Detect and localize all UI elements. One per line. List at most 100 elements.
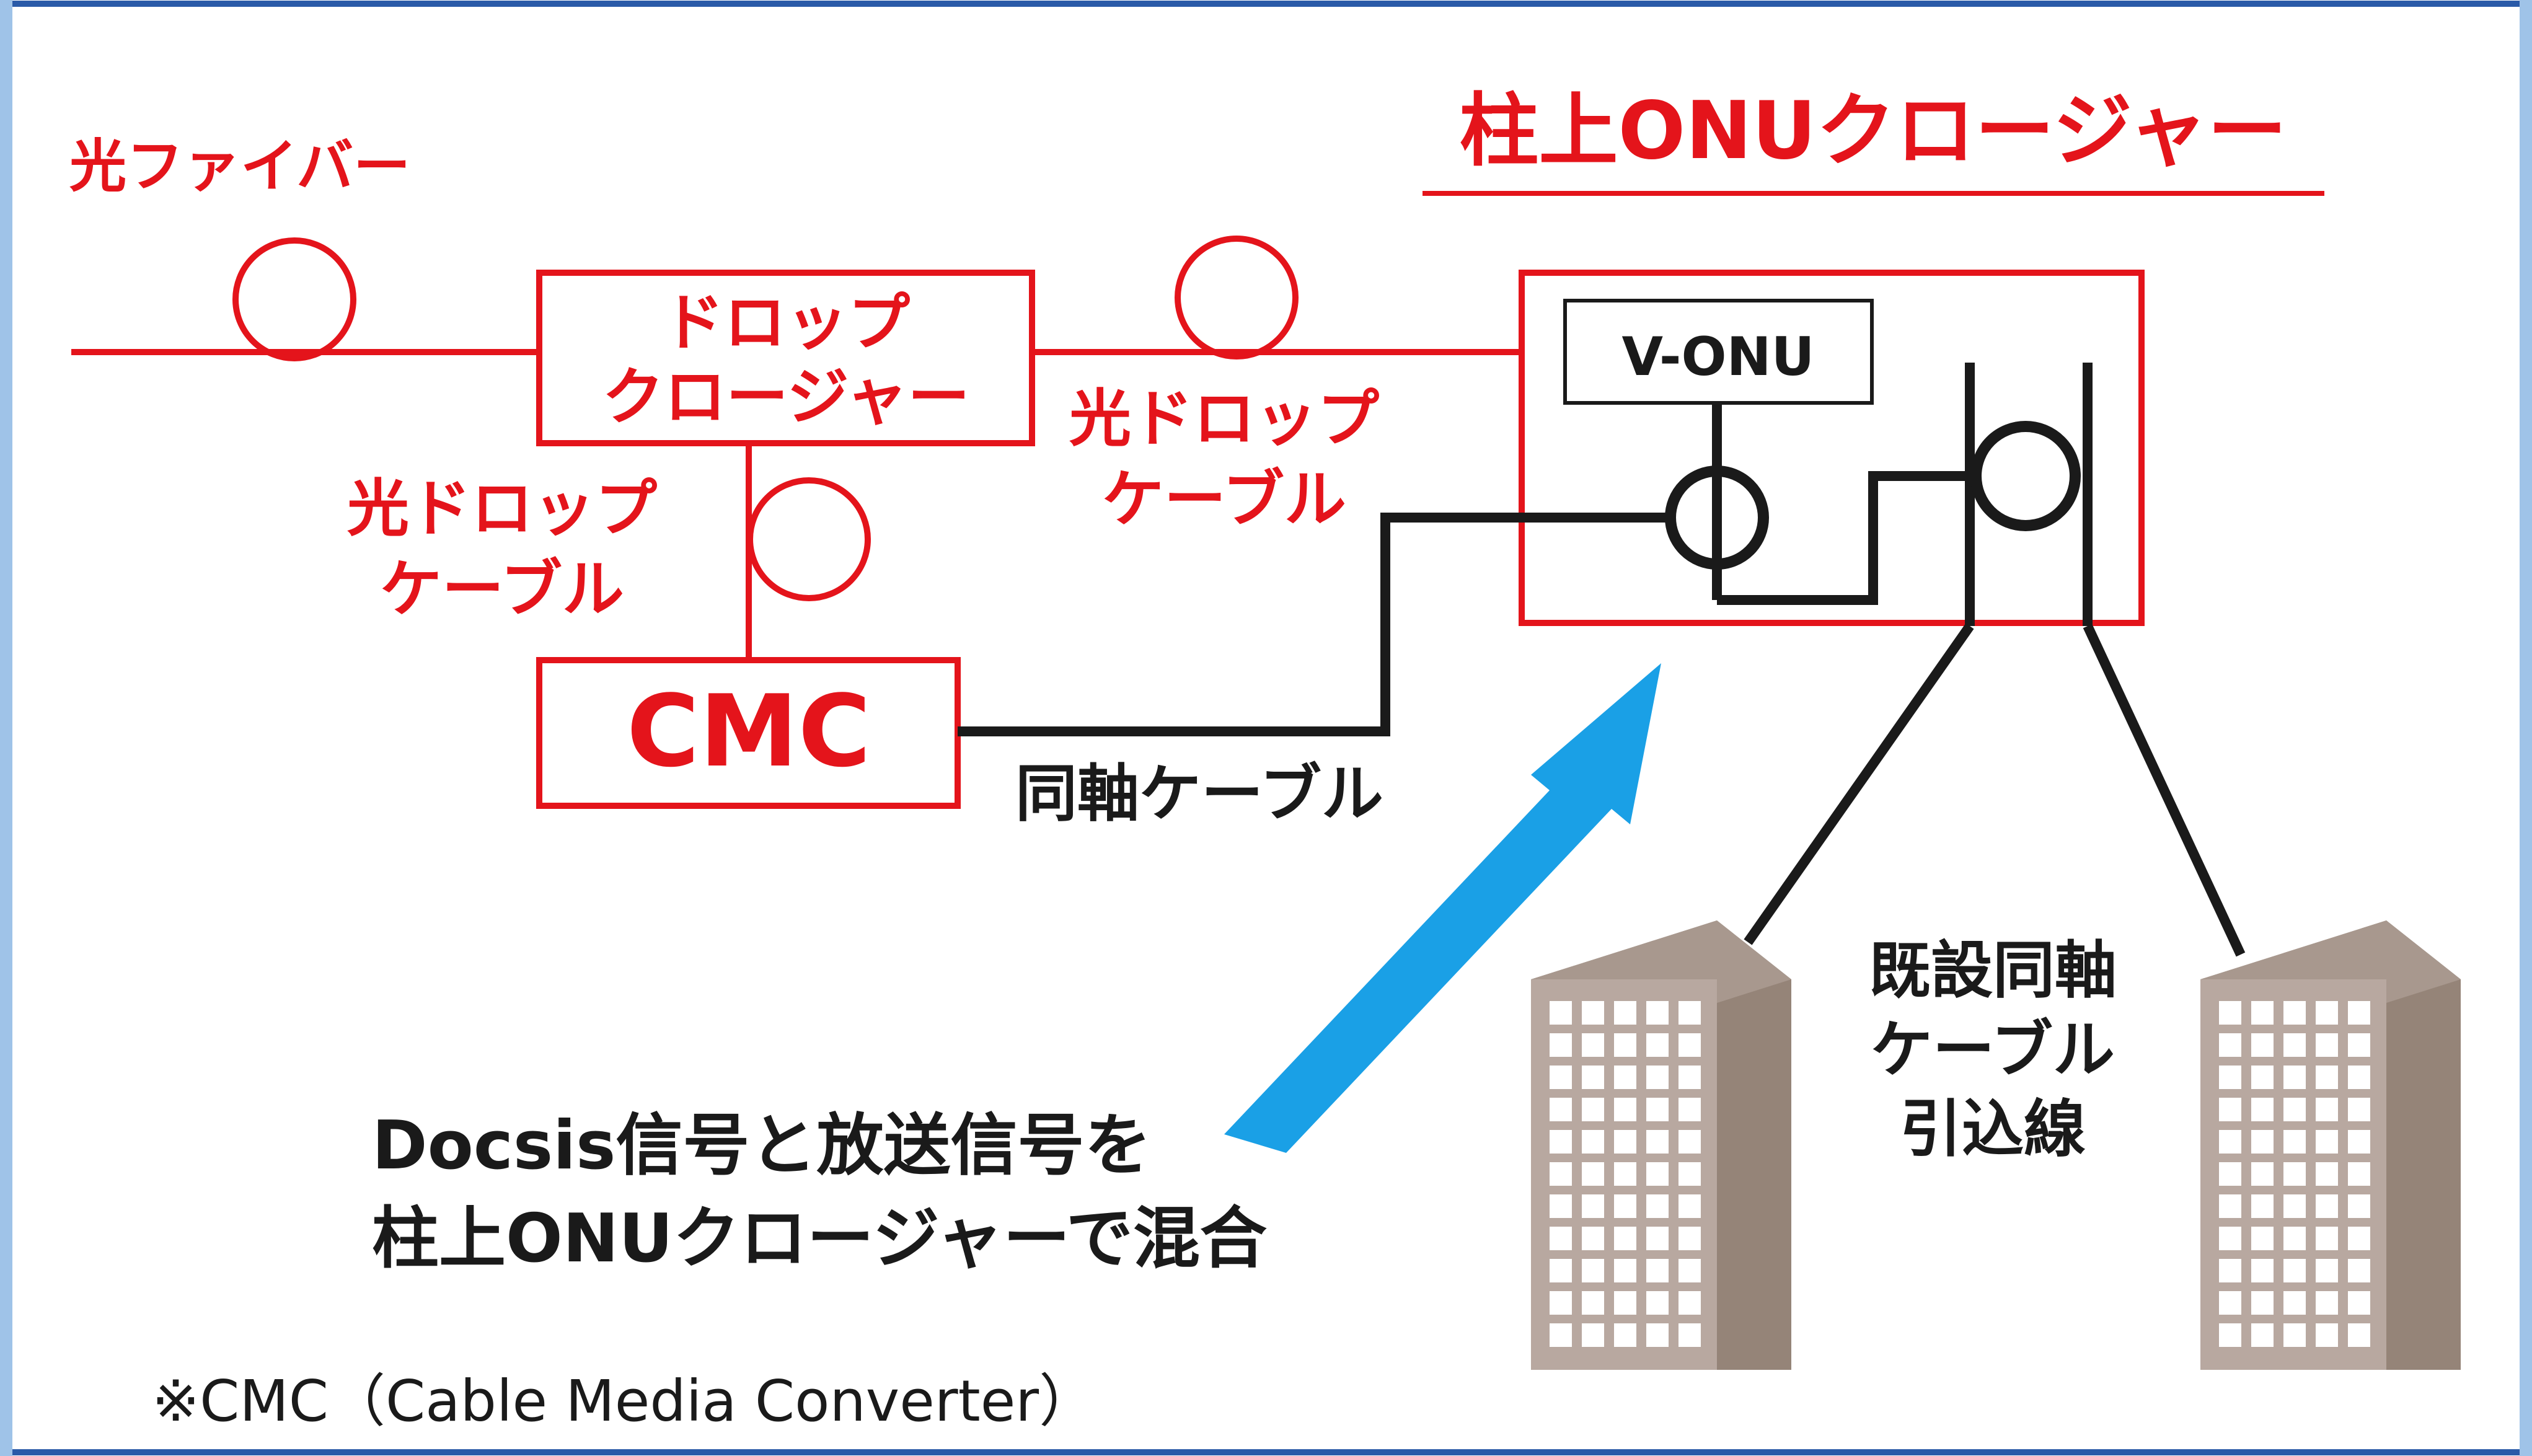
building-window: [2219, 1001, 2241, 1025]
drop-closure-label-line2: クロージャー: [602, 361, 970, 433]
building-window: [2283, 1033, 2306, 1057]
building-window: [1550, 1130, 1572, 1154]
building-window: [1646, 1227, 1669, 1250]
building-window: [2219, 1291, 2241, 1315]
building-window: [2283, 1130, 2306, 1154]
building-window: [1678, 1259, 1701, 1282]
drop-closure-box: [536, 270, 1035, 446]
building-window: [1614, 1001, 1636, 1025]
office-building-icon-right: [2200, 920, 2461, 1370]
building-window: [2219, 1130, 2241, 1154]
building-window: [2316, 1033, 2338, 1057]
building-window: [2316, 1098, 2338, 1121]
building-window: [2316, 1259, 2338, 1282]
building-window: [2219, 1323, 2241, 1347]
building-window: [2251, 1291, 2274, 1315]
building-window: [1614, 1130, 1636, 1154]
building-window: [2251, 1066, 2274, 1089]
building-window: [2219, 1194, 2241, 1218]
building-window: [1582, 1066, 1604, 1089]
building-window: [2348, 1227, 2370, 1250]
building-window: [1582, 1098, 1604, 1121]
building-window: [1582, 1227, 1604, 1250]
building-window: [1646, 1323, 1669, 1347]
building-window: [1646, 1162, 1669, 1186]
building-window: [1550, 1323, 1572, 1347]
building-window: [2283, 1291, 2306, 1315]
coupler-icon-pole: [1970, 421, 2081, 531]
building-window: [2316, 1162, 2338, 1186]
building-window: [2316, 1323, 2338, 1347]
building-window: [1678, 1323, 1701, 1347]
building-window: [1550, 1162, 1572, 1186]
building-window: [2348, 1194, 2370, 1218]
building-window: [2219, 1066, 2241, 1089]
building-window: [1614, 1162, 1636, 1186]
building-window: [1646, 1001, 1669, 1025]
building-window: [2251, 1227, 2274, 1250]
building-window: [2283, 1227, 2306, 1250]
building-window: [1582, 1291, 1604, 1315]
building-window: [1582, 1162, 1604, 1186]
drop-cable-left-label-line2: ケーブル: [380, 553, 624, 625]
building-window: [2219, 1162, 2241, 1186]
building-window: [2219, 1033, 2241, 1057]
building-window: [2348, 1066, 2370, 1089]
building-window: [1582, 1033, 1604, 1057]
pole-onu-closure-box: [1519, 270, 2145, 626]
building-window: [1646, 1098, 1669, 1121]
building-window: [2316, 1291, 2338, 1315]
existing-coax-label-line1: 既設同軸: [1869, 934, 2117, 1007]
vonu-box: [1563, 299, 1874, 405]
building-window: [1646, 1033, 1669, 1057]
vonu-label: V-ONU: [1622, 326, 1815, 388]
office-building-icon-left: [1531, 920, 1791, 1370]
building-window: [2251, 1259, 2274, 1282]
service-drop-line-right: [2083, 624, 2246, 957]
cmc-label: CMC: [627, 673, 871, 789]
frame-side-strip-left: [0, 0, 12, 1456]
building-window: [1614, 1227, 1636, 1250]
building-window: [1582, 1323, 1604, 1347]
building-window: [2251, 1194, 2274, 1218]
building-window: [2251, 1001, 2274, 1025]
building-window: [2348, 1162, 2370, 1186]
building-window: [1550, 1259, 1572, 1282]
building-window: [2251, 1162, 2274, 1186]
building-window: [1678, 1194, 1701, 1218]
building-window: [1582, 1194, 1604, 1218]
existing-coax-label-line3: 引込線: [1900, 1093, 2086, 1165]
blue-arrow-icon: [1224, 663, 1661, 1153]
building-window: [2219, 1259, 2241, 1282]
building-window: [1582, 1259, 1604, 1282]
drop-right-slack-loop-icon: [1175, 236, 1299, 360]
pole-onu-closure-title: 柱上ONUクロージャー: [1460, 85, 2287, 177]
drop-left-slack-loop-icon: [747, 477, 871, 601]
building-window: [2219, 1098, 2241, 1121]
building-window: [1614, 1291, 1636, 1315]
coax-cable-line: [958, 513, 1670, 736]
building-window: [1646, 1291, 1669, 1315]
building-window: [2283, 1098, 2306, 1121]
building-window: [2348, 1001, 2370, 1025]
building-window: [2283, 1066, 2306, 1089]
building-window: [2283, 1194, 2306, 1218]
building-window: [2316, 1227, 2338, 1250]
building-window: [1678, 1001, 1701, 1025]
building-window: [1582, 1001, 1604, 1025]
building-window: [2251, 1033, 2274, 1057]
building-window: [1550, 1033, 1572, 1057]
building-window: [1614, 1194, 1636, 1218]
building-window: [2348, 1098, 2370, 1121]
footnote-text: ※CMC（Cable Media Converter）: [152, 1368, 1096, 1434]
building-window: [2219, 1227, 2241, 1250]
mix-note-line1: Docsis信号と放送信号を: [372, 1107, 1151, 1185]
building-window: [2251, 1323, 2274, 1347]
building-window: [2251, 1130, 2274, 1154]
building-window: [1614, 1098, 1636, 1121]
building-window: [1678, 1066, 1701, 1089]
existing-coax-label-line2: ケーブル: [1871, 1013, 2115, 1086]
building-window: [1614, 1259, 1636, 1282]
